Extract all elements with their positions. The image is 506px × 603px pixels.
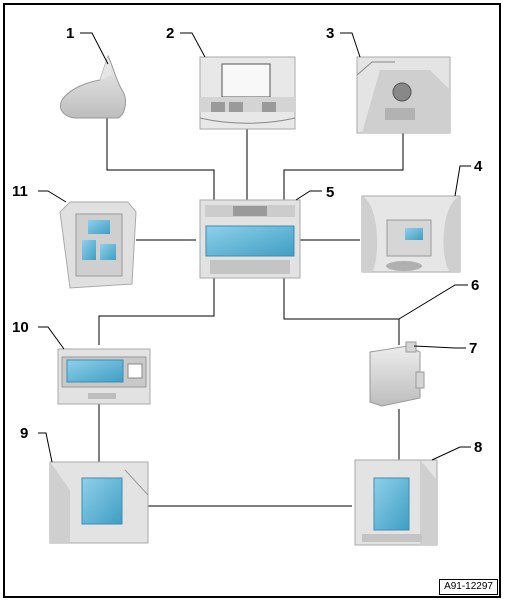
callout-6: 6 bbox=[471, 277, 479, 294]
leader-1 bbox=[80, 32, 109, 65]
callout-9: 9 bbox=[20, 425, 28, 442]
control-panel-component bbox=[57, 348, 151, 405]
callout-11: 11 bbox=[12, 183, 28, 200]
callout-leaders bbox=[38, 32, 471, 463]
line-5-to-7 bbox=[283, 278, 400, 345]
leader-11 bbox=[38, 190, 67, 203]
callout-1: 1 bbox=[66, 25, 74, 42]
callout-4: 4 bbox=[474, 158, 483, 175]
figure-code: A91-12297 bbox=[439, 579, 498, 595]
trunk-right-component bbox=[354, 459, 438, 546]
callout-10: 10 bbox=[12, 319, 29, 336]
leader-2 bbox=[180, 32, 206, 58]
callout-3: 3 bbox=[326, 25, 334, 42]
leader-8 bbox=[431, 446, 471, 461]
antenna-component bbox=[60, 54, 126, 119]
leader-9 bbox=[38, 432, 53, 463]
armrest-component bbox=[361, 195, 461, 273]
callout-8: 8 bbox=[474, 439, 482, 456]
line-1-to-5 bbox=[106, 118, 215, 200]
console-component bbox=[356, 56, 451, 134]
leader-5 bbox=[295, 190, 322, 201]
trunk-left-component bbox=[49, 461, 149, 544]
callout-7: 7 bbox=[469, 340, 477, 357]
control-module-component bbox=[369, 341, 425, 407]
leader-4 bbox=[454, 165, 471, 197]
roof-module-component bbox=[59, 201, 137, 289]
leader-3 bbox=[340, 32, 361, 58]
dashboard-component bbox=[199, 56, 296, 130]
diagram-frame bbox=[3, 3, 501, 598]
callout-5: 5 bbox=[326, 184, 334, 201]
callout-2: 2 bbox=[166, 25, 174, 42]
line-5-to-10 bbox=[98, 278, 215, 345]
leader-6 bbox=[398, 284, 468, 320]
line-3-to-5 bbox=[283, 133, 404, 200]
central-unit-component bbox=[199, 199, 301, 279]
leader-10 bbox=[38, 326, 65, 350]
leader-7 bbox=[413, 345, 466, 349]
connection-lines bbox=[98, 118, 404, 507]
